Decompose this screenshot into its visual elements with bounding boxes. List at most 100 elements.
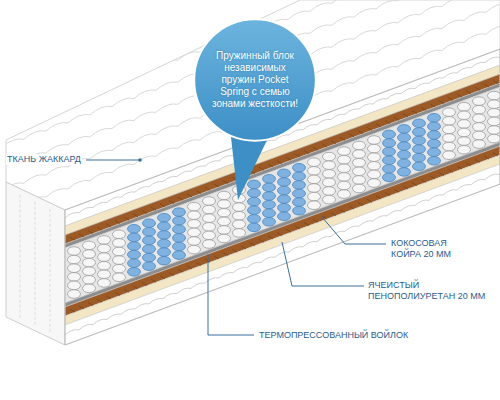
coir-fibre	[331, 213, 336, 216]
section-outline	[65, 49, 500, 345]
spring-coil	[83, 276, 96, 285]
spring-coil	[428, 157, 441, 166]
spring-coil	[278, 195, 291, 204]
coir-fibre	[106, 224, 111, 227]
coir-fibre	[79, 306, 84, 309]
spring-coil	[128, 250, 141, 259]
quilt-line	[65, 169, 500, 335]
coir-fibre	[295, 154, 300, 157]
spring-coil	[383, 147, 396, 156]
spring-coil	[488, 91, 500, 100]
spring-coil	[98, 270, 111, 279]
spring-coil	[383, 173, 396, 182]
spring-coil	[293, 181, 306, 190]
spring-coil	[308, 201, 321, 210]
spring-coil	[188, 228, 201, 237]
spring-coil	[368, 136, 381, 145]
spring-coil	[413, 128, 426, 137]
coir-fibre	[250, 243, 255, 246]
spring-coil	[428, 131, 441, 140]
leader-line	[322, 217, 386, 244]
spring-coil	[248, 223, 261, 232]
coir-fibre	[178, 269, 183, 272]
spring-coil	[338, 155, 351, 164]
coir-fibre	[286, 157, 291, 160]
spring-coil	[128, 259, 141, 268]
spring-coil	[83, 250, 96, 259]
spring-coil	[323, 187, 336, 196]
spring-coil	[428, 122, 441, 131]
spring-coil	[293, 206, 306, 215]
spring-coil	[173, 225, 186, 234]
callout-text: Пружинный блок независимых пружин Pocket…	[207, 50, 303, 110]
spring-coil	[308, 167, 321, 176]
coir-fibre	[259, 239, 264, 242]
coir-fibre	[313, 147, 318, 150]
coir-fibre	[268, 236, 273, 239]
leader-line	[282, 242, 364, 286]
spring-coil	[458, 111, 471, 120]
spring-coil	[278, 203, 291, 212]
spring-coil	[488, 117, 500, 126]
coir-fibre	[331, 141, 336, 144]
coir-fibre	[142, 283, 147, 286]
spring-coil	[353, 150, 366, 159]
coir-fibre	[430, 104, 435, 107]
spring-coil	[203, 197, 216, 206]
coir-fibre	[232, 249, 237, 252]
spring-coil	[323, 195, 336, 204]
coir-fibre	[88, 231, 93, 234]
coir-fibre	[214, 184, 219, 187]
spring-coil	[98, 261, 111, 270]
spring-coil	[158, 256, 171, 265]
spring-coil	[428, 148, 441, 157]
spring-coil	[263, 183, 276, 192]
coir-fibre	[376, 196, 381, 199]
coir-fibre	[178, 197, 183, 200]
spring-coil	[233, 203, 246, 212]
spring-coil	[248, 189, 261, 198]
spring-coil	[188, 202, 201, 211]
spring-coil	[233, 220, 246, 229]
coir-fibre	[160, 276, 165, 279]
coir-fibre	[187, 266, 192, 269]
coir-fibre	[421, 107, 426, 110]
layer-band	[65, 142, 500, 307]
leader-line	[208, 254, 254, 335]
coir-fibre	[79, 234, 84, 237]
spring-coil	[203, 205, 216, 214]
coir-fibre	[205, 187, 210, 190]
spring-coil	[443, 151, 456, 160]
side-stitching	[20, 195, 50, 332]
part-label: КОКОСОВАЯ КОЙРА 20 ММ	[390, 238, 472, 260]
spring-coil	[248, 206, 261, 215]
spring-coil	[158, 239, 171, 248]
spring-coil	[113, 273, 126, 282]
spring-coil	[278, 178, 291, 187]
coir-fibre	[322, 144, 327, 147]
coir-fibre	[133, 214, 138, 217]
coir-fibre	[214, 256, 219, 259]
spring-coil	[83, 284, 96, 293]
spring-coil	[293, 198, 306, 207]
spring-coil	[308, 158, 321, 167]
layer-band	[65, 164, 500, 345]
spring-coil	[473, 140, 486, 149]
spring-coil	[293, 172, 306, 181]
spring-coil	[368, 170, 381, 179]
spring-coil	[98, 253, 111, 262]
coir-fibre	[439, 173, 444, 176]
coir-fibre	[196, 263, 201, 266]
spring-coil	[473, 114, 486, 123]
coir-fibre	[124, 217, 129, 220]
coir-fibre	[187, 194, 192, 197]
spring-coil	[473, 131, 486, 140]
side-panel	[6, 182, 65, 345]
coir-fibre	[340, 209, 345, 212]
spring-coil	[293, 163, 306, 172]
coir-fibre	[223, 181, 228, 184]
spring-coil	[263, 192, 276, 201]
coir-fibre	[106, 296, 111, 299]
coir-fibre	[475, 159, 480, 162]
spring-coil	[143, 219, 156, 228]
